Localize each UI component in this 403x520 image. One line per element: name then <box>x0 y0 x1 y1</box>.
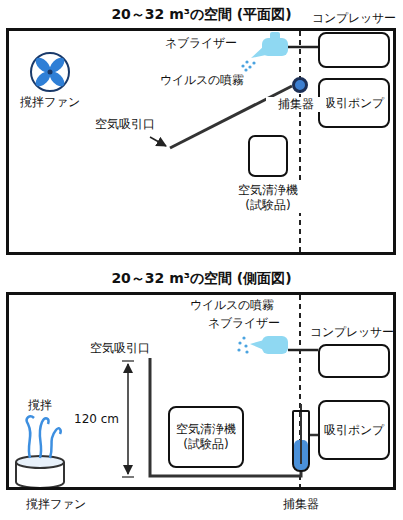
spray-dot <box>237 348 240 351</box>
spray-dot <box>245 350 248 353</box>
fan-icon <box>31 53 69 91</box>
air-hose <box>288 349 318 352</box>
fan-blade <box>47 55 67 75</box>
panel-title: 20～32 m³の空間 (側面図) <box>0 270 403 288</box>
stirring-fan-icon <box>16 416 64 488</box>
dimension-label: 120 cm <box>74 412 119 427</box>
collector-tube: 捕集器 <box>292 410 310 472</box>
pump-box: 吸引ポンプ <box>318 78 390 128</box>
spray-label: ウイルスの噴霧 <box>190 298 274 313</box>
intake-label: 空気吸引口 <box>90 341 150 356</box>
fan-blade <box>33 69 53 89</box>
spray-dot <box>244 68 247 71</box>
connector-line <box>310 434 318 437</box>
dashed-divider <box>299 31 301 252</box>
pump-label: 吸引ポンプ <box>324 96 384 111</box>
fan-label: 撹拌ファン <box>20 95 80 110</box>
air-purifier-box: 空気清浄機 (試験品) <box>168 406 244 468</box>
fan-ring <box>31 53 69 91</box>
nebulizer-label: ネブライザー <box>165 36 237 51</box>
fan-blade <box>33 55 53 75</box>
room-panel: 20～32 m³の空間 (側面図)コンプレッサー空気清浄機 (試験品)捕集器吸引… <box>6 292 396 490</box>
nebulizer-nozzle <box>251 46 266 58</box>
airflow-arc <box>40 418 49 458</box>
air-hose <box>288 46 318 49</box>
dimension-tick <box>122 476 134 477</box>
spray-dot <box>244 344 247 347</box>
spray-label: ウイルスの噴霧 <box>160 73 244 88</box>
airflow-arc <box>27 416 34 458</box>
collector-label: 捕集器 <box>266 497 336 512</box>
intake-tube <box>150 358 301 476</box>
spray-dot <box>241 64 244 67</box>
fan-blade <box>47 69 67 89</box>
nebulizer-body <box>262 336 288 354</box>
spray-dot <box>245 60 248 63</box>
room-panel: 20～32 m³の空間 (平面図)コンプレッサー吸引ポンプ空気清浄機 (試験品)… <box>6 28 396 255</box>
nebulizer-body <box>262 38 288 56</box>
fan-hub <box>48 70 53 75</box>
airflow-arc <box>50 428 61 458</box>
compressor-box: コンプレッサー <box>318 344 390 378</box>
nebulizer-icon <box>251 32 288 58</box>
spray-dots <box>237 336 248 353</box>
nebulizer-icon <box>250 336 288 354</box>
compressor-label: コンプレッサー <box>310 325 400 340</box>
dimension-line <box>127 364 129 474</box>
compressor-box: コンプレッサー <box>318 32 390 68</box>
spray-dot <box>248 65 251 68</box>
intake-tube <box>170 86 292 148</box>
pump-box: 吸引ポンプ <box>318 400 390 460</box>
fan-label: 撹拌ファン <box>26 497 86 512</box>
collector-pipe <box>300 404 302 464</box>
nebulizer-nozzle <box>250 340 264 350</box>
intake-label: 空気吸引口 <box>95 117 155 132</box>
air-purifier-label: 空気清浄機 (試験品) <box>228 183 308 213</box>
spray-dot <box>242 336 245 339</box>
stir-label: 撹拌 <box>28 398 52 413</box>
nebulizer-label: ネブライザー <box>208 316 280 331</box>
air-purifier-label: 空気清浄機 (試験品) <box>174 422 238 452</box>
leader-arrow <box>150 137 166 146</box>
pump-label: 吸引ポンプ <box>324 423 384 438</box>
compressor-label: コンプレッサー <box>312 11 402 26</box>
spray-dot <box>238 341 241 344</box>
air-purifier-box: 空気清浄機 (試験品) <box>248 135 288 177</box>
nebulizer-cap <box>270 32 280 40</box>
collector-label: 捕集器 <box>266 97 326 112</box>
dimension-tick <box>122 360 134 361</box>
spray-dot <box>252 61 255 64</box>
spray-dots <box>241 60 255 71</box>
collector-circle: 捕集器 <box>292 77 308 93</box>
